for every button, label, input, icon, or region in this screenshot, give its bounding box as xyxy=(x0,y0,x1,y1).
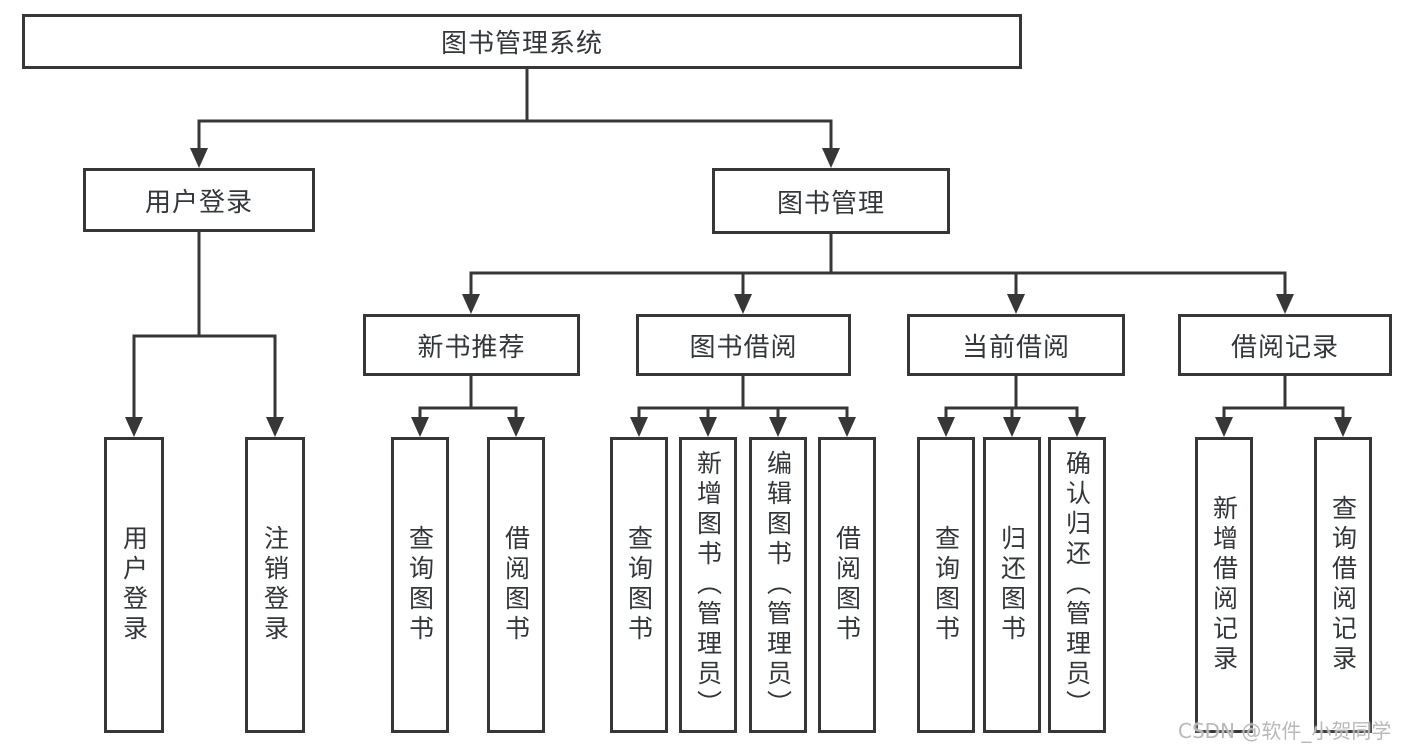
node-borrow-records-label: 借阅记录 xyxy=(1230,332,1339,363)
leaf-query-books-recommend-label: 查询图书 xyxy=(405,525,435,645)
leaf-query-borrow-record: 查询借阅记录 xyxy=(1314,437,1372,733)
node-book-management-label: 图书管理 xyxy=(776,188,885,219)
leaf-query-books-borrowing-label: 查询图书 xyxy=(624,525,654,645)
leaf-return-books: 归还图书 xyxy=(983,437,1041,733)
node-current-borrowing-label: 当前借阅 xyxy=(961,332,1070,363)
node-book-management: 图书管理 xyxy=(712,168,950,234)
node-current-borrowing: 当前借阅 xyxy=(907,314,1125,376)
node-root: 图书管理系统 xyxy=(22,14,1022,69)
node-book-borrowing-label: 图书借阅 xyxy=(689,332,798,363)
node-book-borrowing: 图书借阅 xyxy=(636,314,851,376)
leaf-edit-books-admin-label: 编辑图书（管理员） xyxy=(763,450,793,720)
leaf-add-books-admin: 新增图书（管理员） xyxy=(679,437,737,733)
leaf-add-borrow-record-label: 新增借阅记录 xyxy=(1209,495,1239,675)
leaf-logout-label: 注销登录 xyxy=(260,525,290,645)
leaf-query-borrow-record-label: 查询借阅记录 xyxy=(1328,495,1358,675)
leaf-borrow-books: 借阅图书 xyxy=(818,437,876,733)
leaf-confirm-return-admin: 确认归还（管理员） xyxy=(1048,437,1106,733)
leaf-user-login: 用户登录 xyxy=(104,437,164,733)
leaf-query-books-current: 查询图书 xyxy=(917,437,975,733)
leaf-borrow-books-recommend-label: 借阅图书 xyxy=(501,525,531,645)
leaf-query-books-recommend: 查询图书 xyxy=(391,437,449,733)
leaf-logout: 注销登录 xyxy=(245,437,305,733)
leaf-edit-books-admin: 编辑图书（管理员） xyxy=(749,437,807,733)
leaf-add-books-admin-label: 新增图书（管理员） xyxy=(693,450,723,720)
node-new-book-recommend-label: 新书推荐 xyxy=(417,332,526,363)
node-root-label: 图书管理系统 xyxy=(440,29,603,59)
leaf-user-login-label: 用户登录 xyxy=(119,525,149,645)
leaf-borrow-books-label: 借阅图书 xyxy=(832,525,862,645)
node-borrow-records: 借阅记录 xyxy=(1178,314,1392,376)
node-user-login: 用户登录 xyxy=(83,168,315,232)
node-user-login-label: 用户登录 xyxy=(144,187,253,218)
leaf-add-borrow-record: 新增借阅记录 xyxy=(1195,437,1253,733)
leaf-query-books-current-label: 查询图书 xyxy=(931,525,961,645)
leaf-confirm-return-admin-label: 确认归还（管理员） xyxy=(1062,450,1092,720)
node-new-book-recommend: 新书推荐 xyxy=(363,314,580,376)
leaf-query-books-borrowing: 查询图书 xyxy=(610,437,668,733)
csdn-watermark: CSDN @软件_小贺同学 xyxy=(1178,719,1392,743)
leaf-borrow-books-recommend: 借阅图书 xyxy=(487,437,545,733)
leaf-return-books-label: 归还图书 xyxy=(997,525,1027,645)
